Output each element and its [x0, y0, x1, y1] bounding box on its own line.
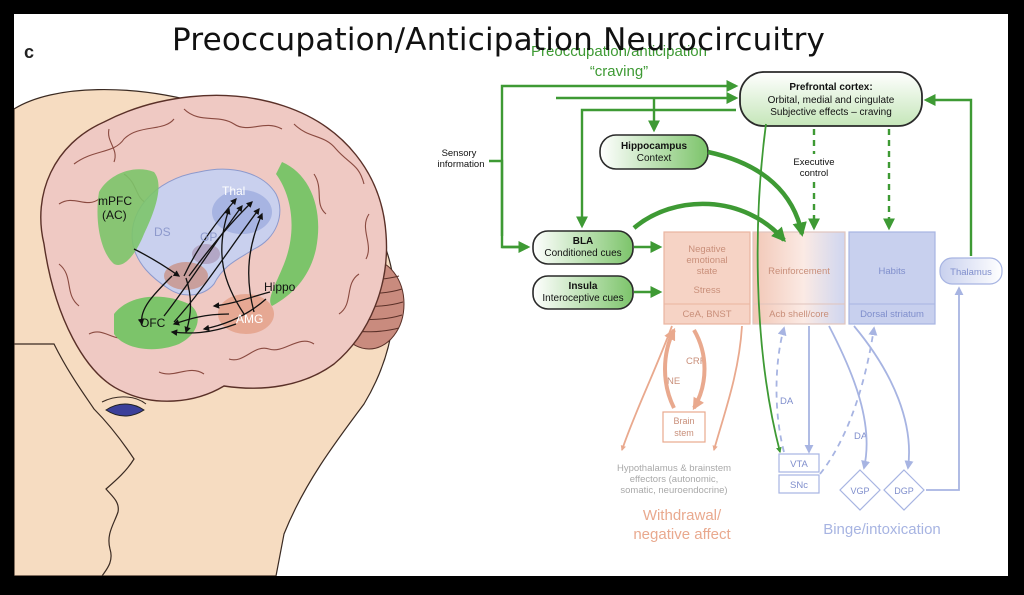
brain-connection-arrows — [133, 198, 271, 336]
negative-line4: Stress — [694, 285, 721, 296]
insula-node: Insula Interoceptive cues — [532, 275, 634, 310]
brain-illustration: mPFC (AC) DS GP Thal Hippo AMG OFC — [14, 88, 405, 576]
arrow-sensory-bla — [489, 159, 528, 249]
hypothalamus-line1: Hypothalamus & brainstem — [617, 463, 731, 474]
thalamus-node: Thalamus — [939, 257, 1003, 285]
withdrawal-line1: Withdrawal/ — [643, 507, 722, 524]
stage-title-line2: “craving” — [590, 63, 648, 80]
thick-green-arrows — [632, 149, 807, 243]
eye — [105, 403, 145, 417]
executive-line1: Executive — [793, 157, 834, 168]
slide: mPFC (AC) DS GP Thal Hippo AMG OFC Preoc… — [14, 14, 1008, 576]
negative-line1: Negative — [688, 244, 726, 255]
label-mpfc: mPFC — [98, 194, 132, 208]
green-arrows — [489, 80, 973, 454]
pfc-line2: Subjective effects – craving — [770, 107, 892, 118]
arrow-thalamus-pfc — [923, 94, 973, 256]
label-gp: GP — [200, 230, 217, 244]
figure-canvas: mPFC (AC) DS GP Thal Hippo AMG OFC Preoc… — [14, 43, 1003, 576]
pfc-line1: Orbital, medial and cingulate — [768, 95, 895, 106]
circuit-diagram: Preoccupation/anticipation “craving” Pre… — [438, 43, 1003, 543]
insula-sub: Interoceptive cues — [542, 293, 623, 304]
withdrawal-line2: negative affect — [633, 526, 731, 543]
arrow-pfc-vta — [756, 123, 782, 454]
prefrontal-cortex-node: Prefrontal cortex: Orbital, medial and c… — [739, 71, 923, 127]
hippocampus-region — [270, 162, 319, 306]
ne-label: NE — [667, 376, 680, 387]
arrow-bla-reinforcement — [632, 201, 786, 243]
bla-sub: Conditioned cues — [544, 248, 621, 259]
pfc-title: Prefrontal cortex: — [789, 82, 872, 93]
executive-line2: control — [800, 168, 829, 179]
mpfc-region — [97, 169, 159, 265]
negative-line2: emotional — [686, 255, 727, 266]
thalamus-label: Thalamus — [950, 267, 992, 278]
negative-bottom: CeA, BNST — [682, 309, 731, 320]
label-ac: (AC) — [102, 208, 127, 222]
reinforcement-box: Reinforcement Acb shell/core — [752, 231, 846, 325]
arrow-pfc-bla — [576, 108, 736, 229]
da-label-2: DA — [854, 431, 868, 442]
snc-box: SNc — [778, 474, 820, 494]
reinforcement-top: Reinforcement — [768, 266, 830, 277]
brain-stem-box: Brain stem — [662, 411, 706, 443]
panel-letter: c — [24, 42, 35, 62]
vgp-node: VGP — [839, 469, 881, 511]
dgp-node: DGP — [883, 469, 925, 511]
reinforcement-bottom: Acb shell/core — [769, 309, 829, 320]
vta-box: VTA — [778, 453, 820, 473]
sensory-line1: Sensory — [442, 148, 477, 159]
hippocampus-node: Hippocampus Context — [599, 134, 709, 170]
bla-title: BLA — [573, 236, 594, 247]
ofc-region — [114, 296, 198, 350]
pink-arrows — [620, 325, 743, 452]
label-hippo: Hippo — [264, 280, 296, 294]
crf-ne-loop — [663, 327, 707, 411]
executive-dashed-arrows — [808, 129, 895, 231]
arrow-hippocampus-reinforcement — [707, 149, 807, 237]
face-profile — [14, 343, 135, 576]
slide-title: Preoccupation/Anticipation Neurocircuitr… — [172, 22, 826, 58]
snc-label: SNc — [790, 480, 808, 491]
brain-stem-line1: Brain — [673, 416, 694, 426]
lavender-arrows — [775, 286, 964, 491]
habits-bottom: Dorsal striatum — [860, 309, 924, 320]
crf-label: CRF — [686, 356, 706, 367]
habits-top: Habits — [879, 266, 906, 277]
da-label-1: DA — [780, 396, 794, 407]
label-ds: DS — [154, 225, 171, 239]
sensory-line2: information — [438, 159, 485, 170]
hippocampus-title: Hippocampus — [621, 141, 688, 152]
hippocampus-sub: Context — [637, 153, 672, 164]
brain-labels: mPFC (AC) DS GP Thal Hippo AMG OFC — [98, 184, 296, 330]
label-ofc: OFC — [140, 316, 166, 330]
vgp-label: VGP — [850, 486, 869, 496]
arrow-cea-hypothalamus — [620, 325, 673, 452]
label-amg: AMG — [236, 312, 263, 326]
hypothalamus-line3: somatic, neuroendocrine) — [620, 485, 727, 496]
bla-node: BLA Conditioned cues — [532, 230, 634, 265]
insula-title: Insula — [569, 281, 598, 292]
dgp-label: DGP — [894, 486, 914, 496]
negative-emotional-state-box: Negative emotional state Stress CeA, BNS… — [663, 231, 751, 325]
arrow-cea-effectors — [712, 325, 743, 452]
binge-caption: Binge/intoxication — [823, 521, 941, 538]
gyri — [58, 108, 370, 375]
vta-label: VTA — [790, 459, 808, 470]
habits-box: Habits Dorsal striatum — [848, 231, 936, 325]
nac-region — [164, 262, 208, 290]
negative-line3: state — [697, 266, 718, 277]
label-thal: Thal — [222, 184, 245, 198]
stage-title-line1: Preoccupation/anticipation — [531, 43, 707, 60]
brain-stem-line2: stem — [674, 428, 694, 438]
hypothalamus-line2: effectors (autonomic, — [630, 474, 719, 485]
